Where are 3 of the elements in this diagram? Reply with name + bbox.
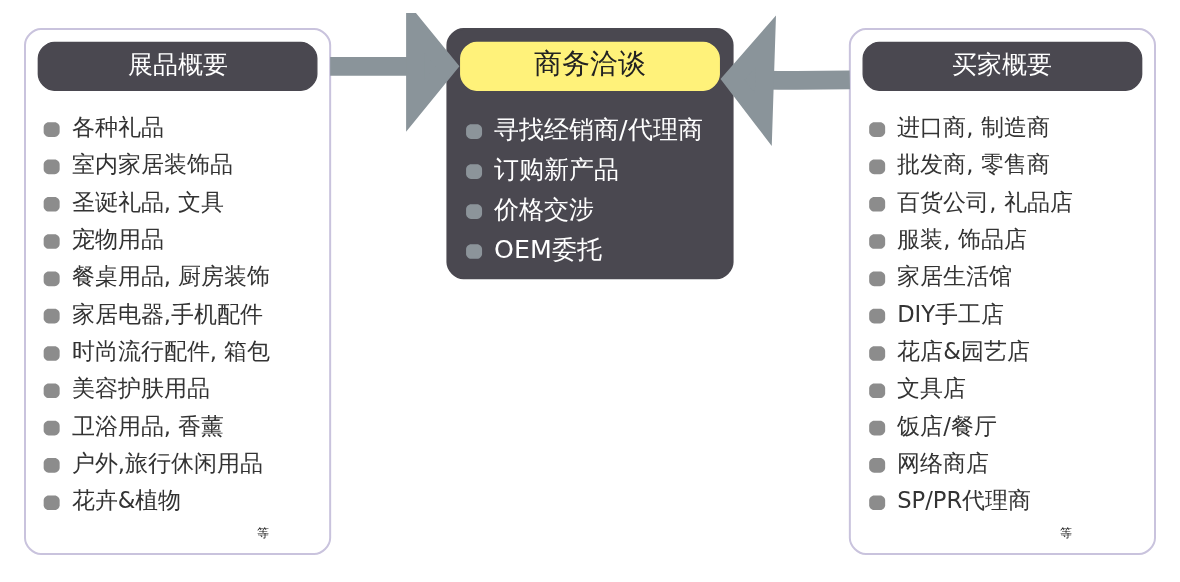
node-box: 商务洽谈 [460,41,720,91]
node-box: 买家概要 [862,41,1143,91]
node-box: 展品概要 [37,41,318,91]
